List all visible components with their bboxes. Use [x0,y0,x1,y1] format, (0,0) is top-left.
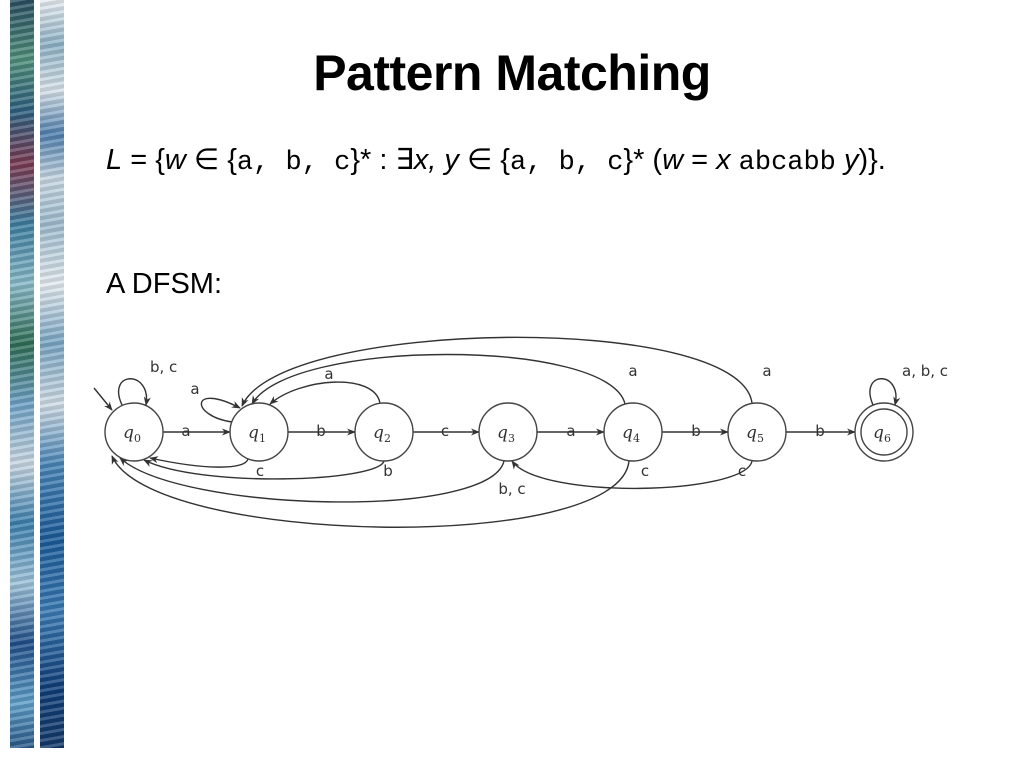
formula-L: L [106,144,123,176]
transition-label-q0-q1: a [181,422,190,440]
language-definition: L = {w ∈ {a, b, c}* : ∃x, y ∈ {a, b, c}*… [106,142,886,178]
formula-w: w [164,144,186,176]
transition-label-q5-q3: c [738,462,746,480]
state-label-q2: q2 [373,423,391,445]
state-label-q0: q0 [123,423,141,445]
state-q0: q0 [93,387,164,462]
formula-star-1: }* : ∃ [350,144,414,176]
transition-label-q5-q1: a [762,362,771,380]
formula-x: x [716,144,731,176]
transition-label-q4-q5: b [691,422,701,440]
formula-alphabet-1: a, b, c [236,148,351,178]
formula-in-1: ∈ { [185,144,237,176]
transition-label-q3-q0: b, c [498,480,525,498]
transition-label-q2-q1: a [324,365,333,383]
formula-in-2: ∈ { [458,144,510,176]
state-q1: q1 [229,402,289,462]
transition-label-q4-q0: c [641,462,649,480]
transition-label-q1-q2: b [316,422,326,440]
transition-label-q0-q0: b, c [150,358,177,376]
formula-eq: = { [122,144,165,176]
transition-label-q6-q6: a, b, c [902,362,948,380]
decorative-strip-right [40,0,64,748]
state-circle-q4 [603,402,663,462]
transition-q2-q1 [269,381,381,405]
transition-label-q3-q4: a [566,422,575,440]
transition-label-q1-q1: a [190,380,199,398]
formula-y: y [843,144,859,176]
state-label-q4: q4 [622,423,640,445]
transition-q0-q0 [118,378,151,406]
transition-label-q1-q0: c [256,462,264,480]
state-label-q6: q6 [873,423,891,445]
transition-q1-q1 [200,397,241,423]
slide-title: Pattern Matching [313,45,711,101]
transition-label-q2-q0: b [383,462,393,480]
state-circle-q2 [354,402,414,462]
state-label-q1: q1 [248,423,266,445]
dfsm-label: A DFSM: [106,268,223,300]
transition-q2-q0 [143,459,385,480]
formula-pattern: abcabb [738,148,836,178]
state-label-q5: q5 [746,423,764,445]
state-circle-q1 [229,402,289,462]
transition-q3-q0 [119,457,505,503]
transition-q5-q1 [241,336,753,407]
accepting-ring-q6 [860,408,908,456]
state-q4: q4 [603,402,663,462]
transition-q5-q3 [511,460,753,490]
state-q2: q2 [354,402,414,462]
start-arrow [93,387,113,411]
transition-q4-q0 [111,455,630,528]
transition-label-q2-q3: c [441,422,449,440]
state-label-q3: q3 [497,423,515,445]
formula-eq-2: = [683,144,717,176]
transition-label-q5-q6: b [815,422,825,440]
state-q6: q6 [854,402,914,462]
formula-star-2: }* ( [623,144,663,176]
transition-q6-q6 [869,378,901,406]
formula-close: )}. [858,144,886,176]
state-q3: q3 [478,402,538,462]
formula-w2: w [662,144,684,176]
formula-alphabet-2: a, b, c [509,148,624,178]
transition-label-q4-q1: a [628,362,637,380]
state-circle-q0 [104,402,164,462]
transition-q1-q0 [149,456,249,468]
decorative-strip-left [10,0,34,748]
state-circle-q3 [478,402,538,462]
state-circle-q5 [727,402,787,462]
transition-q4-q1 [251,353,626,405]
formula-xy: x, y [413,144,459,176]
state-q5: q5 [727,402,787,462]
